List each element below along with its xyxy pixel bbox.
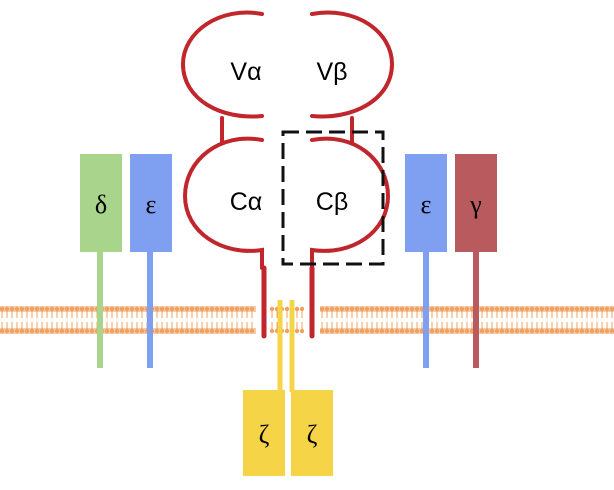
c-beta-label: Cβ — [316, 188, 348, 216]
c-alpha-label: Cα — [230, 188, 263, 216]
cd3-epsilon-right-subunit: ε — [405, 154, 447, 368]
epsilon-left-label: ε — [146, 190, 157, 219]
zeta-chain-dimer: ζ ζ — [243, 300, 333, 476]
epsilon-right-label: ε — [421, 190, 432, 219]
tcr-alpha-beta-heterodimer — [183, 13, 392, 336]
cell-membrane — [0, 306, 614, 334]
v-beta-label: Vβ — [316, 58, 347, 86]
cd3-delta-subunit: δ — [80, 154, 122, 368]
delta-label: δ — [95, 190, 107, 219]
zeta-right-label: ζ — [307, 420, 318, 449]
cd3-gamma-subunit: γ — [455, 154, 497, 368]
zeta-left-label: ζ — [259, 420, 270, 449]
cd3-epsilon-left-subunit: ε — [130, 154, 172, 368]
v-alpha-label: Vα — [230, 58, 261, 86]
gamma-label: γ — [469, 190, 482, 219]
